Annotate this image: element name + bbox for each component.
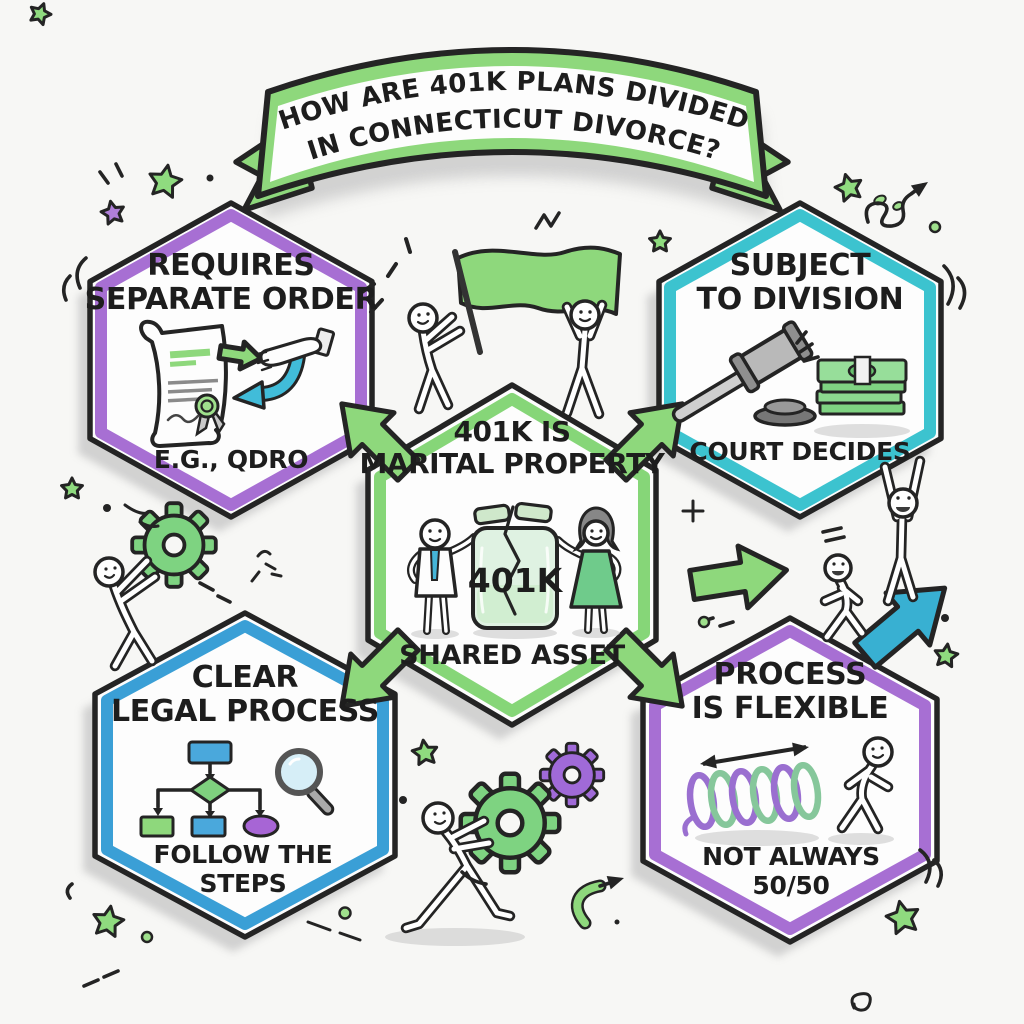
dots bbox=[103, 174, 949, 944]
caption-line: STEPS bbox=[199, 868, 287, 898]
title-line: LEGAL PROCESS bbox=[110, 694, 380, 730]
title-line: SUBJECT bbox=[729, 248, 871, 283]
hexagon-bottom-left-caption: FOLLOW THE STEPS bbox=[153, 840, 333, 898]
flag-bearer-figures bbox=[407, 245, 622, 414]
crack bbox=[502, 505, 521, 616]
caption-line: 50/50 bbox=[752, 870, 830, 900]
ribbon-banner: HOW ARE 401K PLANS DIVIDED IN CONNECTICU… bbox=[233, 47, 791, 213]
hexagon-top-left-caption: E.G., QDRO bbox=[153, 445, 309, 474]
hexagon-center-title: 401K IS MARITAL PROPERTY bbox=[360, 416, 665, 480]
spring-icon bbox=[682, 736, 894, 846]
money-stack-icon bbox=[815, 355, 908, 416]
title-line: SEPARATE ORDER bbox=[84, 282, 378, 318]
title-line: TO DIVISION bbox=[696, 282, 904, 318]
gear-pushing-figure bbox=[385, 741, 606, 946]
hand-icon bbox=[255, 327, 336, 372]
hexagon-bottom-left bbox=[92, 610, 398, 940]
seal-rosette bbox=[194, 393, 220, 419]
title-line: 401K IS bbox=[453, 415, 571, 448]
title-line: CLEAR bbox=[191, 660, 299, 695]
banner-band-inner bbox=[270, 66, 754, 182]
hexagon-bottom-left-title: CLEAR LEGAL PROCESS bbox=[110, 660, 380, 730]
green-hook-arrow bbox=[570, 871, 627, 930]
title-line: PROCESS bbox=[713, 657, 867, 692]
spring-pushing-figure bbox=[842, 736, 894, 829]
hexagon-bottom-right bbox=[640, 615, 940, 945]
green-flag bbox=[456, 245, 622, 316]
cracked-jar-icon bbox=[471, 501, 559, 630]
coil-arrow bbox=[864, 176, 933, 228]
arrow-climbing-figures bbox=[825, 461, 920, 637]
blue-tie bbox=[429, 549, 441, 581]
gavel-money-icon bbox=[671, 320, 910, 438]
title-line: REQUIRES bbox=[147, 248, 315, 283]
gavel-icon bbox=[671, 320, 820, 427]
hexagon-top-left-title: REQUIRES SEPARATE ORDER bbox=[84, 248, 378, 318]
double-arrow bbox=[698, 740, 811, 771]
hexagon-top-right-title: SUBJECT TO DIVISION bbox=[696, 248, 904, 318]
flowchart-icon bbox=[139, 740, 335, 838]
hexagon-center-caption: SHARED ASSET bbox=[399, 640, 625, 671]
jar-401k-label: 401K bbox=[467, 561, 563, 600]
title-line: IS FLEXIBLE bbox=[691, 691, 889, 727]
purple-star bbox=[97, 197, 128, 227]
hexagon-top-right-caption: COURT DECIDES bbox=[689, 437, 911, 466]
hexagon-bottom-right-caption: NOT ALWAYS 50/50 bbox=[702, 842, 880, 900]
wife-figure bbox=[558, 506, 623, 630]
husband-figure bbox=[411, 518, 474, 631]
title-line: MARITAL PROPERTY bbox=[359, 446, 665, 480]
caption-line: NOT ALWAYS bbox=[702, 842, 880, 871]
green-dress bbox=[569, 549, 623, 609]
gear-lifting-figure bbox=[93, 501, 218, 666]
flag-pole bbox=[452, 249, 483, 355]
hexagon-bottom-right-title: PROCESS IS FLEXIBLE bbox=[691, 657, 889, 727]
confetti-squiggles bbox=[61, 162, 967, 1012]
green-gear-left bbox=[130, 501, 218, 589]
magnifier-icon bbox=[275, 748, 335, 816]
qdro-document-icon bbox=[139, 319, 336, 448]
couple-jar-icon bbox=[411, 501, 623, 639]
caption-line: FOLLOW THE bbox=[153, 840, 333, 869]
arrow-right bbox=[687, 539, 791, 616]
